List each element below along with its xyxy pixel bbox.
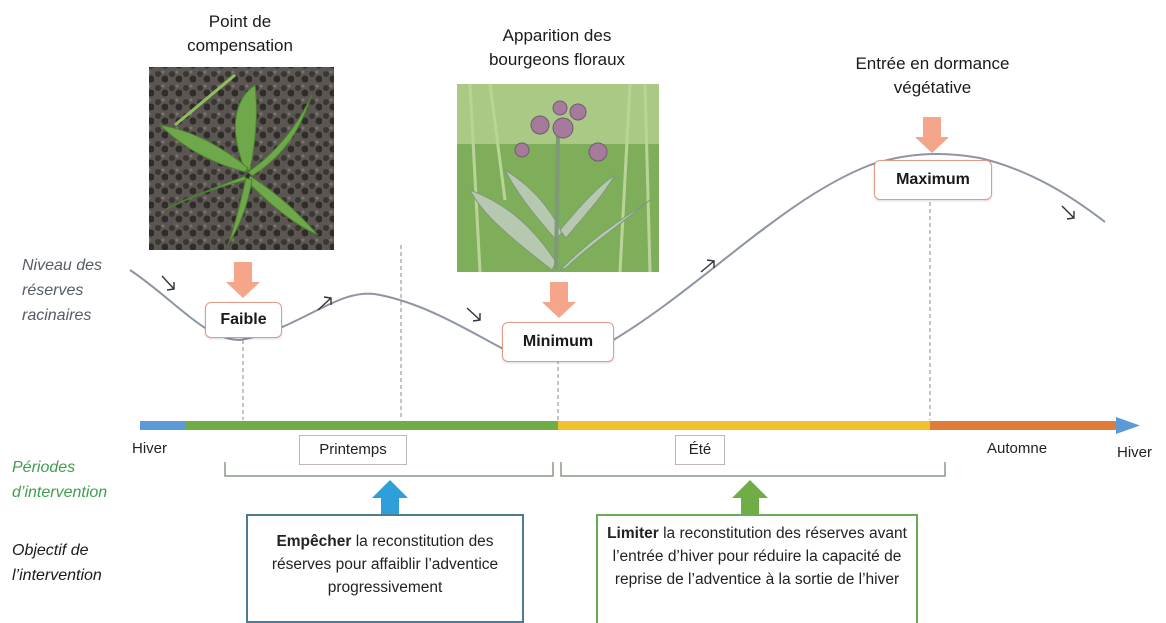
periods-label: Périodes d’intervention [12, 459, 108, 501]
bracket-spring [224, 462, 554, 477]
blue-up-arrow [372, 480, 408, 514]
trend-arrow-up-1 [317, 296, 332, 311]
objective-spring-keyword: Empêcher [276, 533, 352, 550]
objective-summer-keyword: Limiter [607, 525, 659, 542]
thistle-photo [457, 83, 659, 273]
objective-spring-text: la reconstitution des réserves pour affa… [271, 533, 499, 596]
season-winter-end: Hiver [1117, 444, 1153, 461]
rosette-photo [149, 67, 334, 250]
level-box-minimum: Minimum [502, 322, 614, 362]
season-summer: Été [675, 435, 725, 465]
trend-arrow-down-1 [161, 275, 175, 291]
objective-spring: Empêcher la reconstitution des réserves … [246, 514, 524, 623]
timeline-winter-start [140, 421, 185, 430]
stage-title-dormancy: Entrée en dormance végétative [855, 54, 1010, 97]
trend-arrow-up-2 [700, 259, 715, 273]
season-winter-start: Hiver [132, 440, 168, 457]
objective-summer: Limiter la reconstitution des réserves a… [596, 514, 918, 623]
season-spring: Printemps [299, 435, 407, 465]
objective-label: Objectif de l’intervention [12, 542, 102, 584]
bracket-summer [560, 462, 946, 477]
stage-title-compensation: Point de compensation [187, 12, 293, 55]
green-up-arrow [732, 480, 768, 514]
trend-arrow-down-3 [1061, 205, 1075, 220]
level-box-low: Faible [205, 302, 282, 338]
season-autumn: Automne [987, 440, 1048, 457]
salmon-arrow-compensation [226, 262, 260, 298]
timeline-summer [558, 421, 930, 430]
reserves-label: Niveau des réserves racinaires [22, 257, 103, 324]
level-box-maximum: Maximum [874, 160, 992, 200]
salmon-arrow-dormancy [915, 117, 949, 153]
timeline-autumn [930, 421, 1116, 430]
objective-summer-text: la reconstitution des réserves avant l’e… [612, 525, 907, 588]
stage-title-flower-buds: Apparition des bourgeons floraux [488, 26, 626, 69]
timeline-arrowhead [1116, 417, 1140, 434]
salmon-arrow-flower-buds [542, 282, 576, 318]
timeline-spring [185, 421, 558, 430]
trend-arrow-down-2 [466, 307, 481, 322]
